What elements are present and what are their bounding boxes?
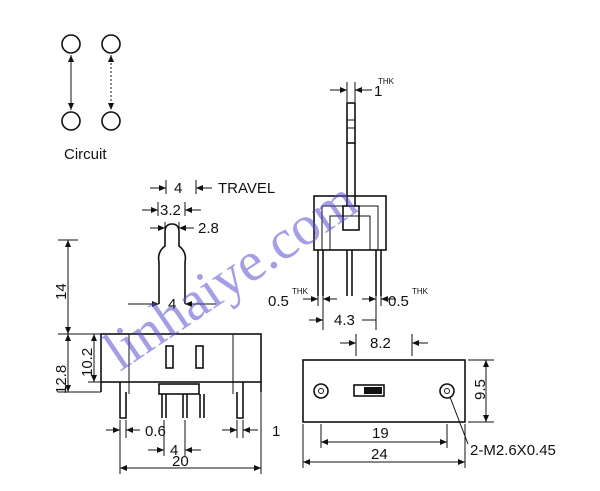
dim-2-8: 2.8: [198, 220, 219, 237]
dim-4-3: 4.3: [334, 312, 355, 329]
dim-12-8: 12.8: [53, 365, 70, 394]
dim-0-5-right: 0.5: [388, 293, 409, 310]
dim-0-6: 0.6: [145, 423, 166, 440]
side-dimensions: [58, 180, 262, 474]
dim-24: 24: [371, 446, 388, 463]
front-dimensions: [303, 82, 396, 330]
dim-4-actuator: 4: [168, 296, 176, 313]
thk-superscript-left: THK: [292, 287, 309, 296]
thk-superscript-right: THK: [412, 287, 429, 296]
dim-19: 19: [372, 425, 389, 442]
dim-1-thk: 1: [374, 83, 382, 100]
top-view: [302, 359, 466, 423]
dim-9-5: 9.5: [472, 379, 489, 400]
dim-travel: 4: [174, 180, 182, 197]
dim-8-2: 8.2: [370, 335, 391, 352]
dim-1-pin: 1: [272, 423, 280, 440]
thk-superscript-top: THK: [378, 77, 395, 86]
dim-14: 14: [53, 283, 70, 300]
watermark: linhaiye.com: [93, 169, 369, 383]
dim-20: 20: [172, 453, 189, 470]
dim-0-5-left: 0.5: [268, 293, 289, 310]
front-view: [313, 102, 387, 296]
circuit-symbol: [61, 34, 121, 131]
dim-4-pitch: 4: [170, 442, 178, 459]
side-view: [100, 223, 262, 419]
dim-10-2: 10.2: [79, 348, 96, 377]
top-dimensions: [302, 334, 494, 468]
hole-label: 2-M2.6X0.45: [470, 442, 556, 459]
circuit-label: Circuit: [64, 146, 107, 163]
travel-label: TRAVEL: [218, 180, 275, 197]
dim-3-2: 3.2: [160, 202, 181, 219]
